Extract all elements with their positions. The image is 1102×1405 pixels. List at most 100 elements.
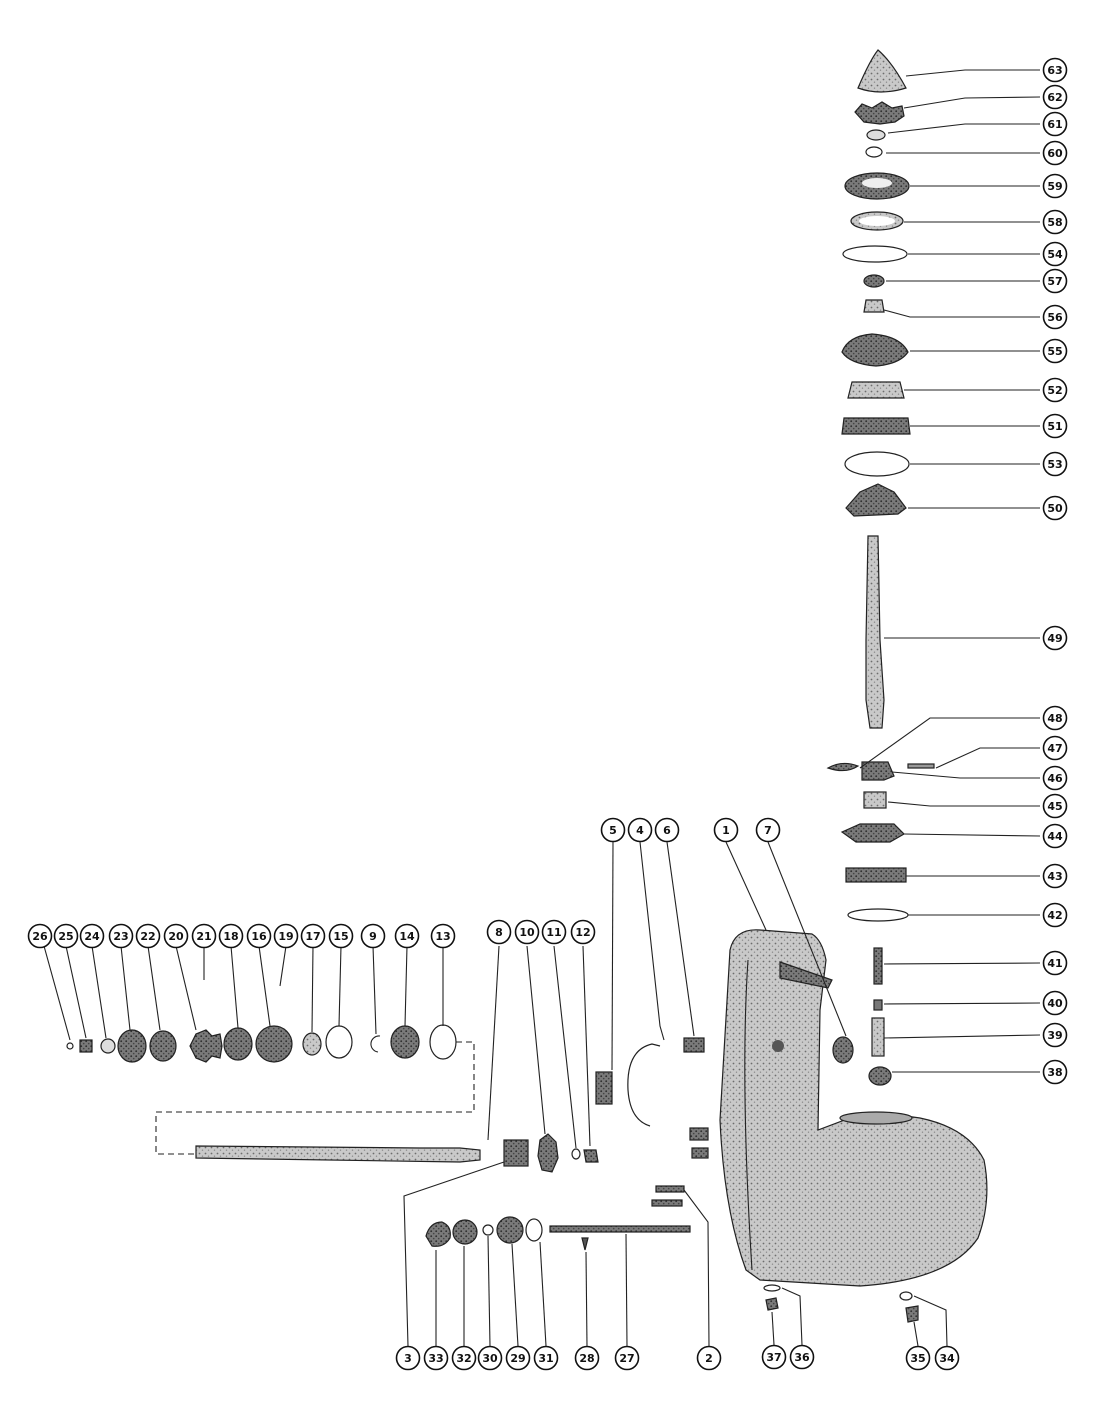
callout-24: 24	[79, 923, 105, 949]
callout-number: 20	[168, 930, 184, 943]
callout-29: 29	[505, 1345, 531, 1371]
part-61-washer	[866, 129, 886, 141]
callout-56: 56	[1042, 304, 1068, 330]
callout-circle	[1042, 823, 1068, 849]
part-56-bearing	[863, 299, 885, 313]
part-27-shift-shaft	[549, 1225, 691, 1233]
callout-circle	[1042, 140, 1068, 166]
callout-circle	[1042, 111, 1068, 137]
part-23-bearing	[117, 1029, 147, 1063]
part-42-shim	[847, 908, 909, 922]
part-2-stud-b	[651, 1199, 683, 1207]
callout-62: 62	[1042, 84, 1068, 110]
part-59-hole	[862, 178, 892, 188]
callout-11: 11	[541, 919, 567, 945]
callout-3: 3	[395, 1345, 421, 1371]
callout-number: 1	[722, 824, 730, 837]
part-40-nut	[873, 999, 883, 1011]
callout-number: 51	[1047, 420, 1062, 433]
callout-18: 18	[218, 923, 244, 949]
callout-circle	[696, 1345, 722, 1371]
callout-number: 23	[113, 930, 128, 943]
callout-21: 21	[191, 923, 217, 949]
part-2-stud-a	[655, 1185, 685, 1193]
part-52-bearing-race	[847, 381, 905, 399]
callout-number: 62	[1047, 91, 1062, 104]
callout-42: 42	[1042, 902, 1068, 928]
callout-circle	[713, 817, 739, 843]
callout-number: 43	[1047, 870, 1062, 883]
callout-number: 33	[428, 1352, 443, 1365]
callout-22: 22	[135, 923, 161, 949]
part-53-shim	[844, 451, 910, 477]
part-1-housing-port	[772, 1040, 784, 1052]
part-18-bearing	[223, 1027, 253, 1061]
callout-number: 11	[546, 926, 561, 939]
part-54-o-ring	[842, 245, 908, 263]
callout-4: 4	[627, 817, 653, 843]
callout-26: 26	[27, 923, 53, 949]
callout-13: 13	[430, 923, 456, 949]
part-11-washer	[571, 1148, 581, 1160]
part-51-bearing	[841, 417, 911, 435]
callout-circle	[614, 1345, 640, 1371]
part-25-pin	[79, 1039, 93, 1053]
callout-number: 58	[1047, 216, 1062, 229]
part-1-housing-fin	[779, 961, 833, 989]
callout-number: 6	[663, 824, 671, 837]
callout-53: 53	[1042, 451, 1068, 477]
callout-number: 49	[1047, 632, 1062, 645]
callout-number: 59	[1047, 180, 1062, 193]
callout-38: 38	[1042, 1059, 1068, 1085]
callout-16: 16	[246, 923, 272, 949]
callout-5: 5	[600, 817, 626, 843]
callout-number: 29	[510, 1352, 525, 1365]
callout-36: 36	[789, 1344, 815, 1370]
callout-44: 44	[1042, 823, 1068, 849]
callout-circle	[1042, 705, 1068, 731]
callout-circle	[163, 923, 189, 949]
callout-45: 45	[1042, 793, 1068, 819]
callout-circle	[246, 923, 272, 949]
callout-49: 49	[1042, 625, 1068, 651]
callout-25: 25	[53, 923, 79, 949]
callout-circle	[1042, 902, 1068, 928]
part-58-hole	[859, 216, 895, 226]
callout-number: 57	[1047, 275, 1062, 288]
callout-number: 5	[609, 824, 617, 837]
part-32-bearing	[452, 1219, 478, 1245]
callout-number: 30	[482, 1352, 498, 1365]
callout-circle	[423, 1345, 449, 1371]
callout-number: 38	[1047, 1066, 1062, 1079]
callout-number: 42	[1047, 909, 1062, 922]
part-41-screw	[873, 947, 883, 985]
callout-number: 3	[404, 1352, 412, 1365]
callout-number: 27	[619, 1352, 634, 1365]
part-44-gear	[840, 823, 905, 843]
callout-63: 63	[1042, 57, 1068, 83]
callout-17: 17	[300, 923, 326, 949]
callout-circle	[1042, 413, 1068, 439]
part-34-washer	[899, 1291, 913, 1301]
part-17-washer	[302, 1032, 322, 1056]
callout-circle	[654, 817, 680, 843]
part-50-gear	[845, 483, 907, 517]
callout-number: 14	[399, 930, 415, 943]
part-20-spider-gear	[189, 1029, 223, 1063]
callout-circle	[1042, 451, 1068, 477]
callout-circle	[541, 919, 567, 945]
callout-54: 54	[1042, 241, 1068, 267]
callout-number: 2	[705, 1352, 713, 1365]
callout-circle	[1042, 57, 1068, 83]
callout-circle	[451, 1345, 477, 1371]
callout-circle	[328, 923, 354, 949]
part-46-clutch	[861, 761, 895, 781]
part-39-rod	[871, 1017, 885, 1057]
callout-number: 63	[1047, 64, 1062, 77]
part-8-bearing	[503, 1139, 529, 1167]
callout-circle	[905, 1345, 931, 1371]
callout-number: 4	[636, 824, 644, 837]
callout-number: 35	[910, 1352, 925, 1365]
